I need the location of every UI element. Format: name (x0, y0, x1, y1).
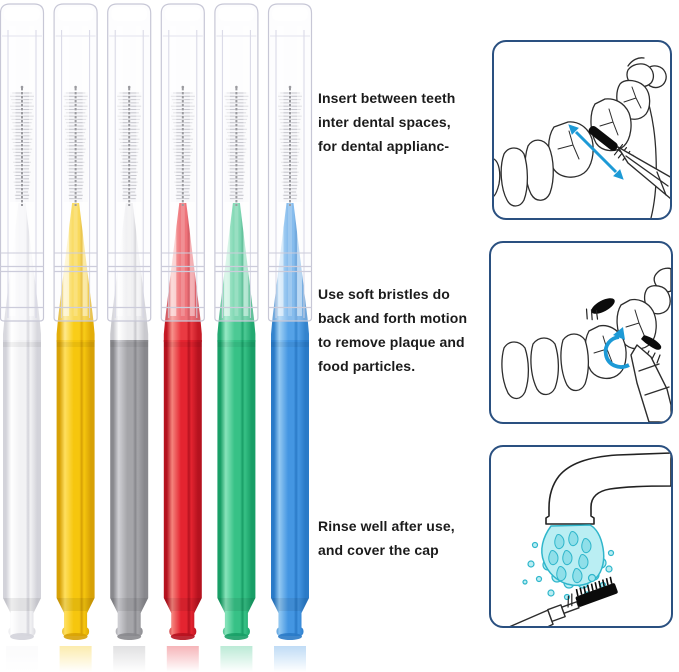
brush-handle (163, 340, 202, 598)
brush-head (641, 335, 662, 350)
brush-tip (591, 298, 615, 314)
water-stream-icon (522, 524, 615, 601)
caption-line: Rinse well after use, (318, 518, 455, 534)
caption-line: back and forth motion (318, 310, 468, 326)
step-1-caption: Insert between teeth inter dental spaces… (318, 86, 455, 158)
instruction-panel-motion (489, 241, 673, 424)
caption-line: to remove plaque and (318, 334, 465, 350)
step-2-caption: Use soft bristles do back and forth moti… (318, 282, 467, 378)
brush-handle (110, 340, 149, 598)
faucet-icon (545, 452, 671, 525)
brush-handle (630, 344, 671, 422)
back-and-forth-illustration (501, 267, 671, 422)
green-brush (214, 3, 259, 672)
brush-handle (491, 609, 554, 626)
water-droplets (522, 541, 615, 601)
brush-handle (3, 340, 41, 598)
clear-cap (0, 3, 45, 322)
blue-brush (267, 3, 313, 672)
clear-cap (214, 3, 259, 322)
caption-line: inter dental spaces, (318, 114, 451, 130)
interdental-brush-icon (585, 298, 671, 422)
red-brush (160, 3, 205, 672)
clear-cap (160, 3, 205, 322)
caption-line: Insert between teeth (318, 90, 456, 106)
gray-brush (107, 3, 152, 672)
direction-arrow-icon (568, 124, 624, 180)
yellow-brush (53, 3, 98, 672)
caption-line: for dental applianc- (318, 138, 450, 154)
insert-between-teeth-illustration (494, 57, 670, 218)
brush-head (588, 125, 618, 151)
brush-end-knob (64, 611, 88, 630)
clear-cap (267, 3, 313, 322)
brush-end-knob (171, 611, 195, 630)
brush-head (575, 583, 618, 607)
caption-line: food particles. (318, 358, 416, 374)
brush-end-knob (224, 611, 248, 630)
interdental-brush-icon (491, 576, 618, 626)
caption-line: Use soft bristles do (318, 286, 450, 302)
white-brush (0, 3, 45, 672)
clear-cap (53, 3, 98, 322)
brush-handle (56, 340, 95, 598)
rotation-arrow-icon (603, 327, 630, 369)
clear-cap (107, 3, 152, 322)
caption-line: and cover the cap (318, 542, 439, 558)
instruction-panel-rinse (489, 445, 673, 628)
rinse-illustration (491, 452, 671, 626)
brush-end-knob (10, 611, 34, 630)
brush-handle (271, 340, 309, 598)
step-3-caption: Rinse well after use, and cover the cap (318, 514, 455, 562)
brush-end-knob (278, 611, 302, 630)
lip-outline (627, 57, 645, 67)
instruction-panel-insert (492, 40, 672, 220)
interdental-brush-icon (588, 125, 670, 200)
brush-handle (217, 340, 256, 598)
interdental-brushes-photo (0, 3, 313, 672)
brush-end-knob (117, 611, 141, 630)
